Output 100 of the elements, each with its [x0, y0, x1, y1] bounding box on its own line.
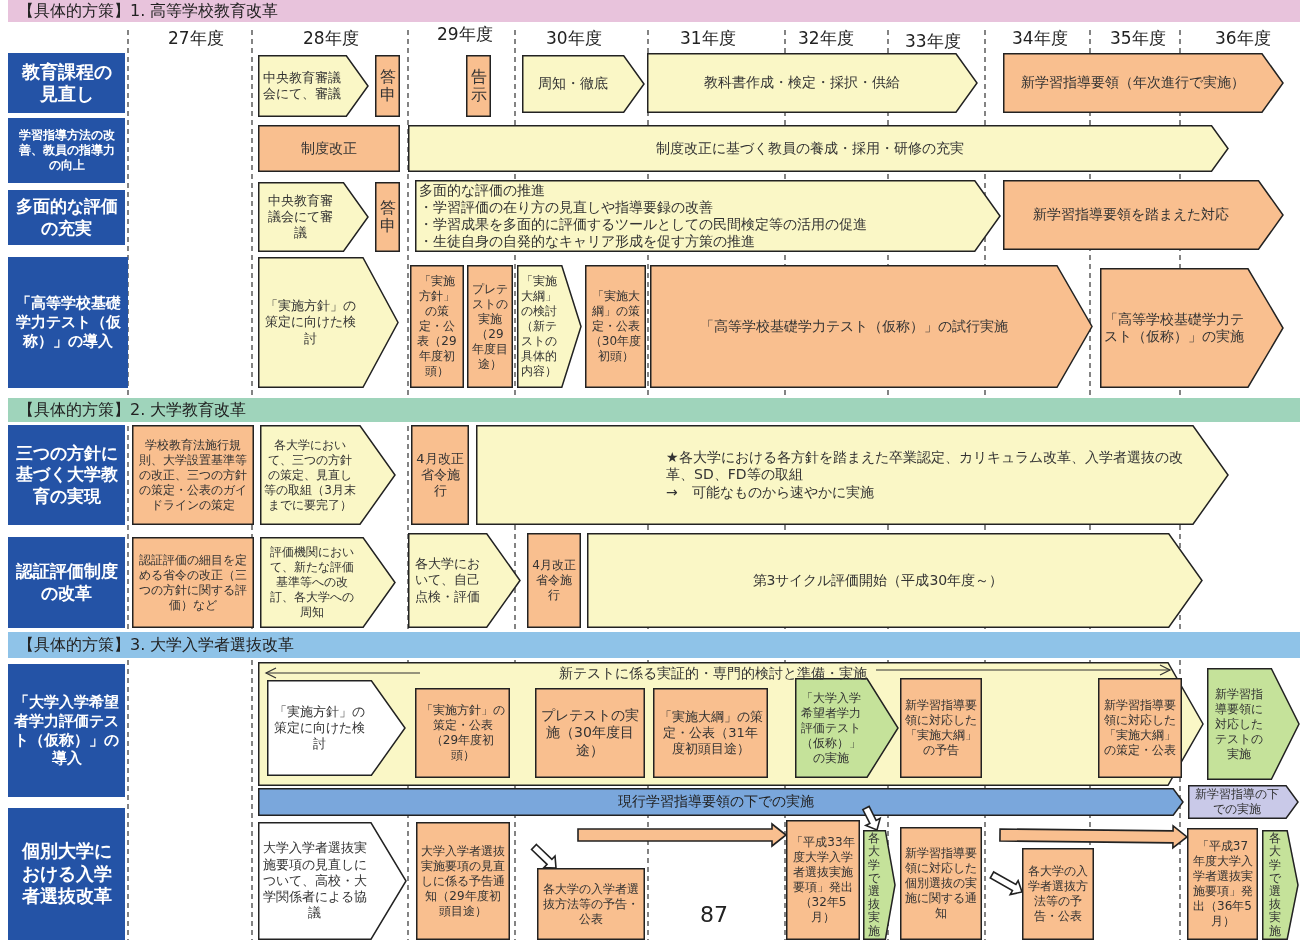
box-text: 新学習指導要領に対応したテストの実施: [1214, 686, 1265, 762]
arrow-box: [517, 265, 581, 388]
box-text: 「実施方針」の策定に向けた検討: [272, 703, 366, 753]
section-heading: 【具体的方策】1. 高等学校教育改革: [18, 1, 280, 21]
box-heading: 多面的な評価の推進: [419, 182, 546, 200]
block-arrow: [577, 822, 788, 848]
box-text: 新学習指導要領に対応した「実施大綱」の策定・公表: [1103, 698, 1177, 758]
section-header-band: [8, 398, 1300, 422]
box-text: 「実施大綱」の策定・公表（31年度初頭目途）: [657, 708, 764, 758]
box-text: 答申: [379, 199, 396, 235]
process-box: [416, 822, 510, 940]
process-box: [411, 425, 469, 525]
box-text: 制度改正に基づく教員の養成・採用・研修の充実: [655, 139, 964, 158]
category-box: [8, 257, 128, 388]
category-box: [8, 808, 125, 940]
box-text: 新学習指導要領（年次進行で実施）: [1020, 74, 1245, 92]
process-box: [653, 688, 768, 778]
box-text: 4月改正省令施行: [531, 558, 577, 603]
process-box: [375, 55, 400, 117]
box-text: 「実施大綱」の策定・公表（30年度初頭）: [589, 289, 642, 364]
arrow-box: [258, 257, 398, 388]
box-text: プレテストの実施（29年度目途）: [471, 281, 509, 372]
box-text: 評価機関において、新たな評価基準等への改訂、各大学への周知: [268, 545, 355, 620]
box-text: 制度改正: [301, 139, 357, 158]
box-text: 各大学の入学者選抜方法等の予告・公表: [1027, 864, 1089, 924]
year-label: 28年度: [303, 27, 359, 50]
process-box: [466, 55, 491, 117]
arrow-box: [863, 830, 895, 940]
arrow-box: [795, 678, 898, 778]
process-box: [786, 820, 860, 940]
box-text: 新学習指導要領に対応した「実施大綱」の予告: [904, 698, 978, 758]
box-text: 教育課程の見直し: [20, 60, 113, 106]
category-box: [8, 537, 125, 628]
box-text: 「高等学校基礎学力テスト（仮称）」の試行実施: [699, 317, 1008, 336]
process-box: [132, 537, 254, 628]
box-text: 新学習指導要領を踏まえた対応: [1032, 206, 1229, 224]
box-text: 答申: [379, 68, 396, 104]
box-text: 認証評価の細目を定める省令の改正（三つの方針に関する評価）など: [138, 552, 248, 613]
page-number: 87: [700, 902, 728, 927]
box-text: 各大学の入学者選抜方法等の予告・公表: [542, 881, 640, 927]
box-text: ・学習成果を多面的に評価するツールとしての民間検定等の活用の促進: [419, 216, 868, 233]
box-text: 各大学で選抜実施: [1268, 832, 1281, 938]
box-text: 各大学において、三つの方針の策定、見直し等の取組（3月末までに要完了）: [264, 437, 356, 513]
box-text: 各大学において、自己点検・評価: [413, 556, 481, 605]
process-box: [1187, 828, 1258, 940]
box-heading: ★各大学における各方針を踏まえた卒業認定、カリキュラム改革、入学者選抜の改革、SD、FD等の取組: [666, 448, 1184, 484]
box-text: 大学入学者選抜実施要項の見直しに係る予告通知（29年度初頭目途）: [420, 843, 506, 919]
box-text: → 可能なものから速やかに実施: [666, 483, 875, 502]
section-header-band: [8, 632, 1300, 658]
box-text: ・生徒自身の自発的なキャリア形成を促す方策の推進: [419, 232, 756, 250]
year-label: 27年度: [168, 27, 224, 50]
box-text: 「平成37年度大学入学者選抜実施要項」発出（36年5月）: [1191, 839, 1254, 929]
box-text: 学校教育法施行規則、大学設置基準等の改正、三つの方針の策定・公表のガイドラインの策定: [138, 437, 248, 513]
box-text: プレテストの実施（30年度目途）: [540, 706, 640, 760]
category-box: [8, 53, 125, 113]
process-box: [410, 265, 464, 388]
process-box: [537, 868, 645, 940]
arrow-box: [650, 265, 1092, 388]
arrow-box: [1003, 53, 1283, 113]
year-label: 30年度: [546, 27, 602, 50]
box-text: 大学入学者選抜実施要項の見直しについて、高校・大学関係者による協議: [262, 840, 367, 922]
process-box: [900, 678, 982, 778]
box-text: 4月改正省令施行: [415, 450, 465, 500]
arrow-box: [1003, 180, 1283, 250]
box-text: 「実施方針」の策定・公表（29年度初頭）: [416, 274, 458, 379]
box-text: 周知・徹底: [537, 75, 608, 93]
box-text: 三つの方針に基づく大学教育の実現: [14, 443, 119, 507]
year-label: 34年度: [1012, 27, 1068, 50]
arrow-box: [1188, 785, 1298, 819]
box-text: 中央教育審議会にて、審議: [262, 69, 343, 103]
section-heading: 【具体的方策】3. 大学入学者選抜改革: [18, 635, 296, 655]
year-label: 32年度: [798, 27, 854, 50]
process-box: [415, 688, 510, 778]
arrow-box: [267, 680, 405, 776]
year-label: 31年度: [680, 27, 736, 50]
process-box: [467, 265, 513, 388]
box-text: 「大学入学希望者学力評価テスト（仮称）」の導入: [14, 693, 119, 768]
box-text: 新学習指導要領に対応した個別選抜の実施に関する通知: [904, 846, 978, 921]
block-arrow: [861, 805, 882, 832]
block-arrow: [989, 870, 1024, 896]
box-text: 「高等学校基礎学力テスト（仮称）」の実施: [1104, 310, 1244, 346]
arrow-box: [258, 822, 406, 940]
category-box: [8, 118, 125, 183]
process-box: [132, 425, 254, 525]
arrow-box: [1262, 830, 1298, 940]
arrow-box: [258, 55, 368, 117]
section-heading: 【具体的方策】2. 大学教育改革: [18, 400, 248, 420]
process-box: [527, 533, 581, 628]
box-text: 多面的な評価の充実: [14, 196, 119, 239]
section-header-band: [8, 0, 1300, 22]
box-text: 「平成33年度大学入学者選抜実施要項」発出（32年5月）: [790, 835, 856, 925]
box-text: 教科書作成・検定・採択・供給: [703, 74, 900, 92]
arrow-box: [522, 55, 644, 113]
box-text: 新テストに係る実証的・専門的検討と準備・実施: [559, 665, 867, 683]
process-box: [375, 182, 400, 252]
box-text: 新学習指導の下での実施: [1194, 787, 1281, 817]
category-box: [8, 190, 125, 245]
year-label: 33年度: [905, 30, 961, 53]
box-text: 「高等学校基礎学力テスト（仮称）」の導入: [14, 294, 122, 351]
box-text: 各大学で選抜実施: [868, 832, 881, 938]
